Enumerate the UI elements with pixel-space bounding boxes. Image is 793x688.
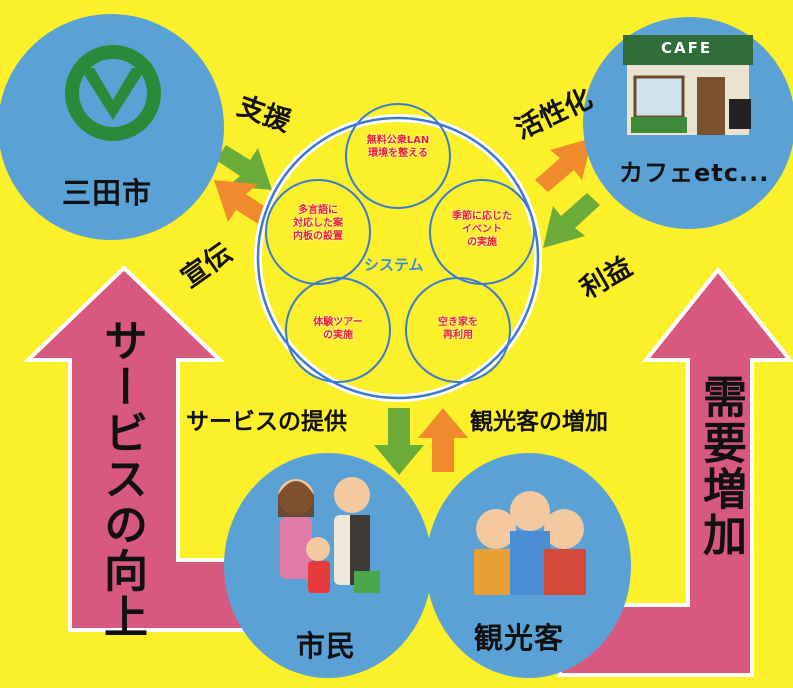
profit-arrow xyxy=(543,193,600,248)
tourists-illustration-icon xyxy=(474,491,586,595)
system-center-label: システム xyxy=(364,256,424,274)
cafe-label: カフェetc... xyxy=(619,159,770,187)
right-pink-arrow xyxy=(558,266,793,677)
tourist-increase-arrow xyxy=(418,408,468,472)
service-provision-arrow xyxy=(374,408,424,475)
citizens-label: 市民 xyxy=(296,629,357,663)
petal-free-lan: 無料公衆LAN 環境を整える xyxy=(366,135,430,159)
petal-multilingual-signs: 多言語に 対応した案 内板の設置 xyxy=(293,205,343,242)
publicity-arrow xyxy=(214,180,270,225)
family-illustration-icon xyxy=(278,477,380,593)
petal-seasonal-events: 季節に応じた イベント の実施 xyxy=(452,211,512,248)
demand-increase-text: 需要増加 xyxy=(695,374,746,558)
cafe-sign: CAFE xyxy=(661,39,713,57)
city-emblem-icon xyxy=(65,45,161,141)
citizens-node: 市民 xyxy=(224,453,432,678)
activation-arrow xyxy=(535,138,592,192)
tourist-increase-label: 観光客の増加 xyxy=(470,409,608,435)
service-provision-label: サービスの提供 xyxy=(186,409,347,435)
tourists-label: 観光客 xyxy=(474,621,565,655)
service-improvement-text: サービスの向上 xyxy=(96,318,147,640)
support-arrow xyxy=(216,145,272,190)
city-node: 三田市 xyxy=(0,14,224,240)
cafe-storefront-icon xyxy=(623,35,753,135)
petal-vacant-houses: 空き家を 再利用 xyxy=(438,317,478,341)
cafe-node: CAFE カフェetc... xyxy=(583,17,793,229)
system-petals xyxy=(265,103,535,383)
petal-experience-tour: 体験ツアー の実施 xyxy=(313,317,363,341)
tourists-node: 観光客 xyxy=(426,453,631,678)
city-label: 三田市 xyxy=(62,176,153,210)
